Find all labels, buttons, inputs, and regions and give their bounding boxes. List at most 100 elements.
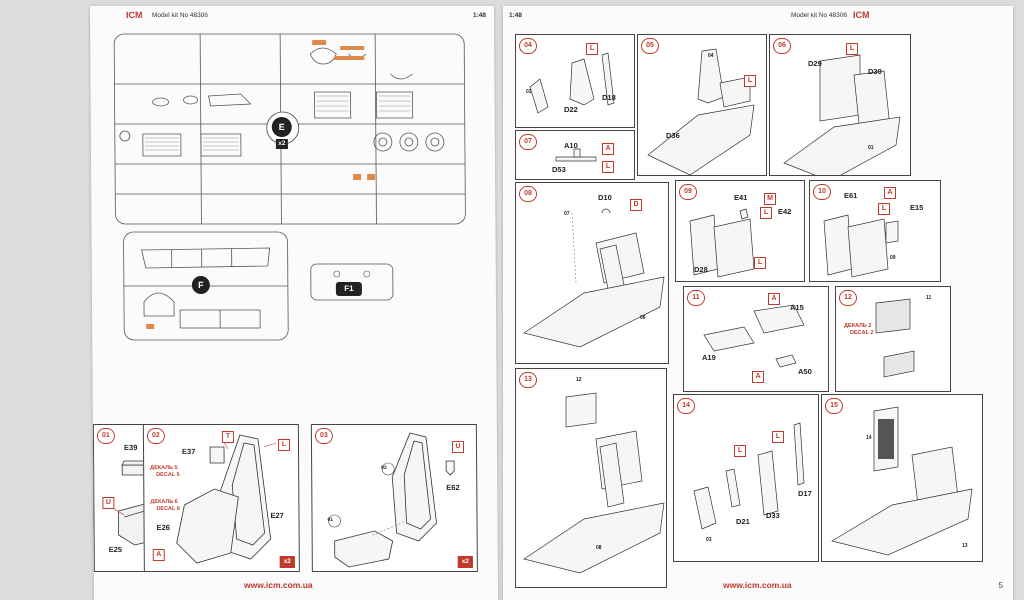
part-label: D29 xyxy=(808,59,822,68)
step-05-drawing xyxy=(647,48,755,175)
part-label: D10 xyxy=(598,193,612,202)
header-scale: 1:48 xyxy=(472,12,487,19)
paint-tag: A xyxy=(602,143,614,155)
part-label: A15 xyxy=(790,303,804,312)
step-07-box: 07 A10 D53 A L xyxy=(515,130,635,180)
decal-label: DECAL 6 xyxy=(156,506,180,512)
step-03-drawing xyxy=(328,432,455,568)
step-number: 14 xyxy=(677,398,695,414)
step-number: 12 xyxy=(839,290,857,306)
paint-tag: L xyxy=(277,439,291,451)
ref-label: 13 xyxy=(962,543,968,549)
part-label: E39 xyxy=(123,443,138,452)
sprue-f-label: F xyxy=(191,276,210,294)
footer-url: www.icm.com.ua xyxy=(723,580,792,590)
ref-label: 07 xyxy=(564,211,570,217)
sprue-f1-label: F1 xyxy=(335,282,362,296)
ref-label: 02 xyxy=(381,465,387,471)
part-label: E61 xyxy=(844,191,858,200)
step-06-drawing xyxy=(783,46,901,175)
left-page: ICM Model kit No 48306 1:48 xyxy=(89,6,499,600)
part-label: E41 xyxy=(734,193,748,202)
part-label: E15 xyxy=(910,203,924,212)
paint-tag: L xyxy=(734,445,746,457)
step-number: 06 xyxy=(773,38,791,54)
step-06-box: 06 D29 D30 01 L xyxy=(769,34,911,176)
ref-label: 11 xyxy=(926,295,932,301)
part-label: E37 xyxy=(182,447,196,456)
paint-tag: T xyxy=(221,431,234,443)
paint-tag: A xyxy=(752,371,764,383)
step-10-drawing xyxy=(823,214,899,278)
paint-tag: L xyxy=(846,43,858,55)
part-label: E27 xyxy=(270,511,284,520)
step-number: 09 xyxy=(679,184,697,200)
step-number: 15 xyxy=(825,398,843,414)
header-kit-number: Model kit No 48306 xyxy=(791,12,848,19)
ref-label: 04 xyxy=(708,53,714,59)
sprue-f1-drawing xyxy=(310,263,394,301)
paint-tag: D xyxy=(630,199,642,211)
decal-label: ДЕКАЛЬ 6 xyxy=(150,499,178,505)
step-number: 11 xyxy=(687,290,705,306)
sprue-e-drawing xyxy=(113,33,466,225)
step-02-drawing xyxy=(176,434,277,564)
right-page: 1:48 Model kit No 48306 ICM 04 D22 D18 0… xyxy=(503,6,1013,600)
ref-label: 01 xyxy=(868,145,874,151)
step-08-box: 08 D10 07 06 D xyxy=(515,182,669,364)
paint-tag: A xyxy=(152,549,165,561)
part-label: A19 xyxy=(702,353,716,362)
sprue-e-label: E xyxy=(271,117,292,137)
step-number: 07 xyxy=(519,134,537,150)
part-label: E26 xyxy=(156,523,170,532)
paint-tag: M xyxy=(764,193,776,205)
ref-label: 14 xyxy=(866,435,872,441)
step-09-drawing xyxy=(689,208,755,278)
step-10-box: 10 E61 E15 09 A L xyxy=(809,180,941,282)
part-label: E25 xyxy=(108,545,123,554)
part-label: D36 xyxy=(666,131,680,140)
decal-label: DECAL 5 xyxy=(156,472,180,478)
sprue-e-multiplier: x2 xyxy=(275,139,288,149)
paint-tag: L xyxy=(772,431,784,443)
step-number: 10 xyxy=(813,184,831,200)
decal-label: DECAL 2 xyxy=(850,330,874,336)
paint-tag: L xyxy=(586,43,598,55)
part-label: D28 xyxy=(694,265,708,274)
step-number: 04 xyxy=(519,38,537,54)
step-12-box: 12 ДЕКАЛЬ 2 DECAL 2 11 xyxy=(835,286,951,392)
step-04-drawing xyxy=(529,46,615,114)
ref-label: 12 xyxy=(576,377,582,383)
multiplier-badge: x2 xyxy=(279,556,295,568)
step-09-box: 09 E41 E42 D28 M L L xyxy=(675,180,805,282)
ref-label: 03 xyxy=(706,537,712,543)
header-scale: 1:48 xyxy=(509,12,523,19)
ref-label: 01 xyxy=(327,517,334,523)
step-number: 08 xyxy=(519,186,537,202)
step-08-drawing xyxy=(523,208,665,348)
part-label: D30 xyxy=(868,67,882,76)
step-13-box: 13 12 08 xyxy=(515,368,667,588)
part-label: A50 xyxy=(798,367,812,376)
step-14-box: 14 D21 D33 D17 03 L L xyxy=(673,394,819,562)
step-04-box: 04 D22 D18 03 L xyxy=(515,34,635,128)
paint-tag: L xyxy=(878,203,890,215)
sprue-f-drawing xyxy=(123,231,289,341)
decal-label: ДЕКАЛЬ 2 xyxy=(844,323,872,329)
paint-tag: L xyxy=(602,161,614,173)
paint-tag: L xyxy=(754,257,766,269)
part-label: E42 xyxy=(778,207,792,216)
ref-label: 06 xyxy=(640,315,646,321)
ref-label: 08 xyxy=(596,545,602,551)
step-03-box: 03 02 01 E62 U x2 xyxy=(310,424,478,572)
step-12-drawing xyxy=(875,298,915,378)
part-label: D33 xyxy=(766,511,780,520)
paint-tag: A xyxy=(884,187,896,199)
decal-label: ДЕКАЛЬ 5 xyxy=(150,465,178,471)
paint-tag: L xyxy=(744,75,756,87)
footer-url: www.icm.com.ua xyxy=(243,580,313,590)
paint-tag: U xyxy=(451,441,465,453)
page-number: 5 xyxy=(998,581,1003,590)
step-13-drawing xyxy=(523,392,665,574)
part-label: D22 xyxy=(564,105,578,114)
